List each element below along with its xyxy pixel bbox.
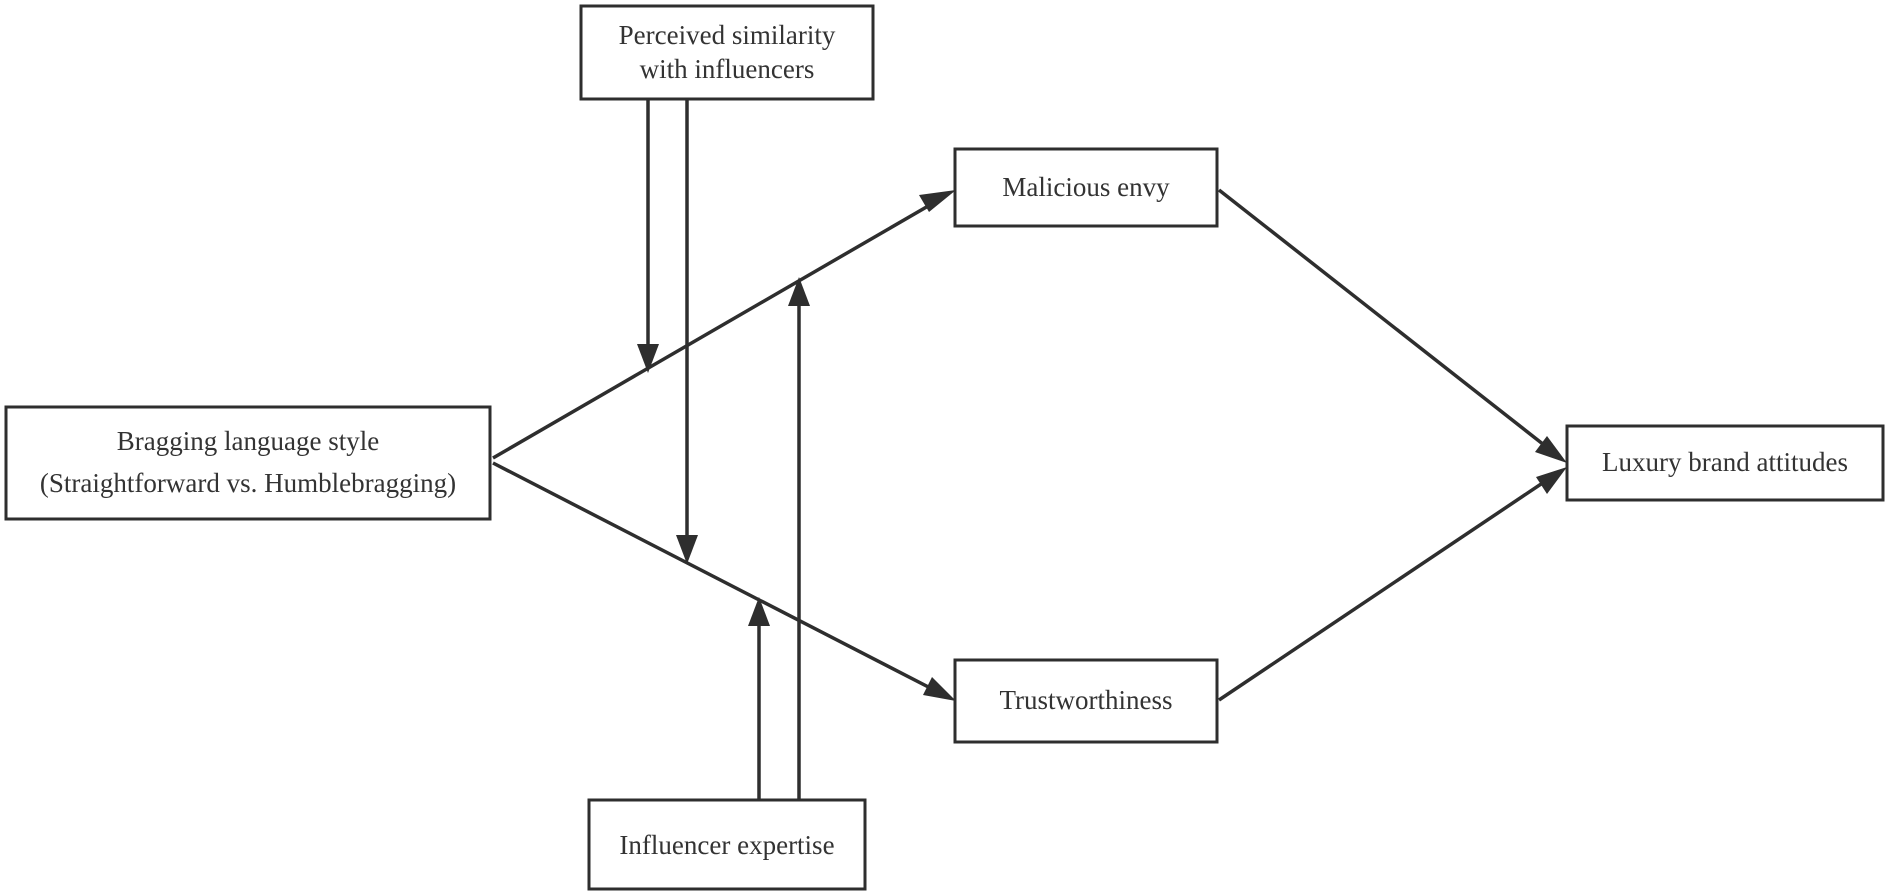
node-similarity-line-2: with influencers (640, 54, 815, 84)
node-envy-label: Malicious envy (1002, 172, 1170, 202)
edge-trust-to-luxury (1218, 474, 1554, 702)
node-expertise: Influencer expertise (587, 798, 867, 891)
node-bragging: Bragging language style (Straightforward… (4, 405, 492, 521)
arrowhead-envy (919, 190, 956, 212)
node-similarity-line-1: Perceived similarity (619, 20, 836, 50)
edges (492, 100, 1567, 799)
arrowhead-trust (923, 677, 956, 701)
node-luxury-label: Luxury brand attitudes (1602, 447, 1848, 477)
arrowhead-luxury-top (1535, 436, 1567, 463)
edge-envy-to-luxury (1217, 188, 1555, 454)
arrowhead-similarity-trust (676, 535, 698, 564)
arrowhead-luxury-bottom (1536, 467, 1567, 494)
node-similarity: Perceived similarity with influencers (579, 4, 875, 101)
edge-bragging-to-trust (492, 461, 943, 696)
arrowhead-expertise-trust (748, 597, 770, 626)
node-expertise-label: Influencer expertise (619, 830, 834, 860)
node-trust: Trustworthiness (953, 658, 1219, 744)
node-trust-label: Trustworthiness (999, 685, 1172, 715)
node-envy: Malicious envy (953, 147, 1219, 228)
edge-bragging-to-envy (492, 196, 943, 460)
arrowhead-similarity-envy (637, 344, 659, 373)
node-bragging-line-1: Bragging language style (117, 426, 379, 456)
node-luxury: Luxury brand attitudes (1565, 424, 1885, 502)
node-bragging-line-2: (Straightforward vs. Humblebragging) (40, 468, 456, 498)
arrowhead-expertise-envy (788, 277, 810, 306)
